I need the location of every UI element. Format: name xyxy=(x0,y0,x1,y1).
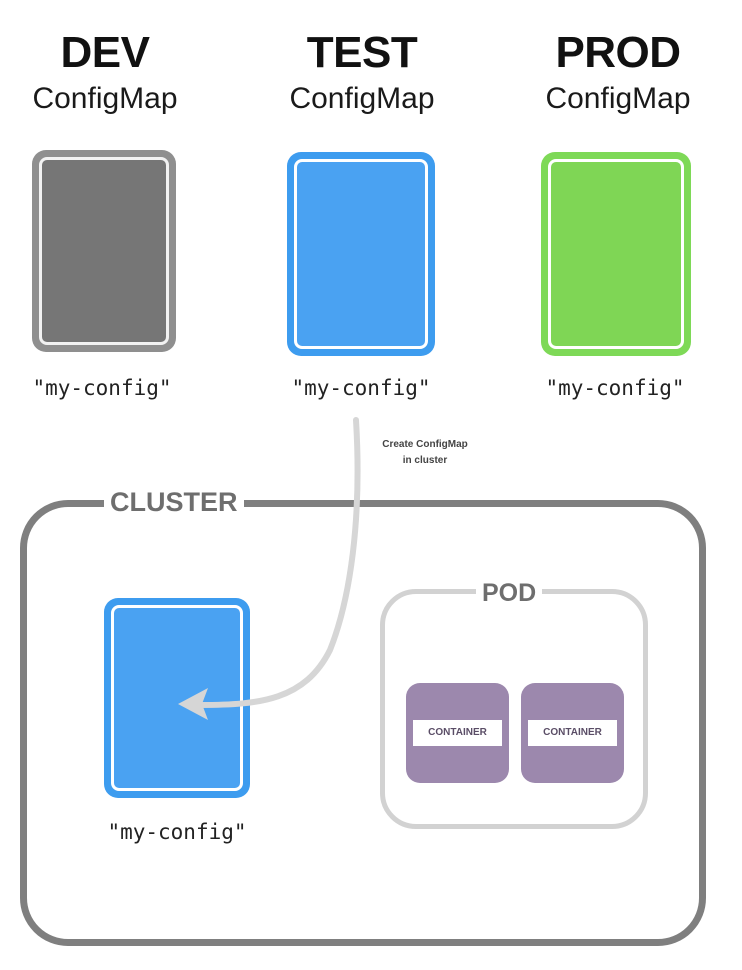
cluster-configmap-card-inner xyxy=(111,605,243,791)
arrow-note-line-2: in cluster xyxy=(402,455,448,466)
arrowhead-icon xyxy=(178,688,208,720)
test-subtitle: ConfigMap xyxy=(289,82,435,115)
dev-configmap-card-inner xyxy=(39,157,169,345)
prod-config-name: "my-config" xyxy=(545,376,685,400)
prod-configmap-card-inner xyxy=(548,159,684,349)
dev-subtitle: ConfigMap xyxy=(32,82,178,115)
arrow-note-line-1: Create ConfigMap xyxy=(382,439,468,450)
cluster-configmap-card xyxy=(104,598,250,798)
prod-configmap-card xyxy=(541,152,691,356)
container-1: CONTAINER xyxy=(406,683,509,783)
dev-config-name: "my-config" xyxy=(32,376,172,400)
test-configmap-card-inner xyxy=(294,159,428,349)
prod-subtitle: ConfigMap xyxy=(545,82,691,115)
prod-title: PROD xyxy=(555,28,681,77)
container-2: CONTAINER xyxy=(521,683,624,783)
pod-label: POD xyxy=(476,578,543,608)
cluster-frame xyxy=(20,500,706,946)
dev-configmap-card xyxy=(32,150,176,352)
container-2-label: CONTAINER xyxy=(528,720,617,746)
dev-title: DEV xyxy=(60,28,150,77)
test-config-name: "my-config" xyxy=(291,376,431,400)
test-configmap-card xyxy=(287,152,435,356)
arrow-note: Create ConfigMap in cluster xyxy=(355,437,495,469)
test-title: TEST xyxy=(306,28,418,77)
cluster-label: CLUSTER xyxy=(104,486,244,518)
container-1-label: CONTAINER xyxy=(413,720,502,746)
cluster-config-name: "my-config" xyxy=(107,820,247,844)
